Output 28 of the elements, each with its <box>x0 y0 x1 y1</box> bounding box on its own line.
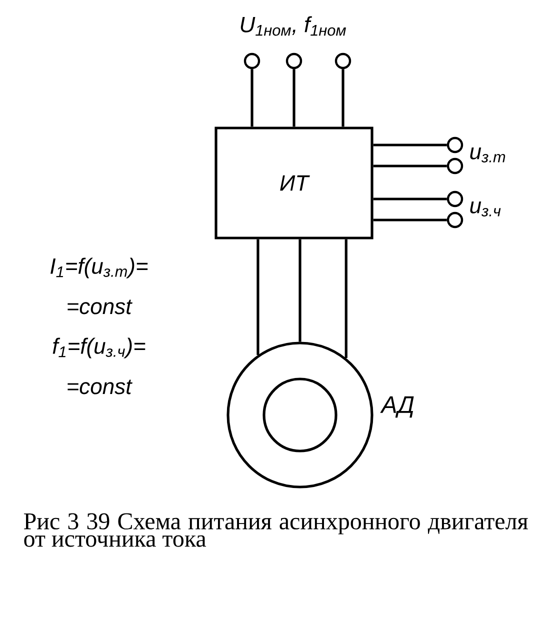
wire <box>298 239 302 342</box>
terminal-circle <box>286 52 302 70</box>
wire <box>256 239 260 355</box>
formula-text: I$_{1}$=f(u$_{з.т}$)= <box>50 258 148 278</box>
terminal-label: u$_{з.т}$ <box>470 148 506 162</box>
wire <box>342 69 344 127</box>
caption: Рис 3 39 Схема питания асинхронного двигателя от источника тока <box>24 513 528 547</box>
wire <box>250 69 254 127</box>
wire <box>373 144 447 146</box>
terminal-circle <box>446 212 464 228</box>
wire <box>373 218 447 222</box>
wire <box>344 239 348 358</box>
wire <box>292 69 296 127</box>
wire <box>373 198 447 200</box>
terminal-circle <box>446 136 464 154</box>
formula-text: =const <box>68 300 132 314</box>
formula-text: =const <box>68 380 132 394</box>
wire <box>373 164 447 168</box>
terminal-label: u$_{з.ч}$ <box>470 202 501 216</box>
motor-symbol <box>226 342 374 488</box>
block-box: ИТ <box>214 126 374 240</box>
terminal-circle <box>334 52 352 70</box>
terminal-circle <box>244 52 260 70</box>
terminal-circle <box>446 190 464 208</box>
motor-label: АД <box>380 396 414 418</box>
formula-text: f$_{1}$=f(u$_{з.ч}$)= <box>52 338 146 358</box>
terminal-circle <box>446 158 464 174</box>
terminal-label: U$_{1ном}$, f$_{1ном}$ <box>240 16 346 36</box>
